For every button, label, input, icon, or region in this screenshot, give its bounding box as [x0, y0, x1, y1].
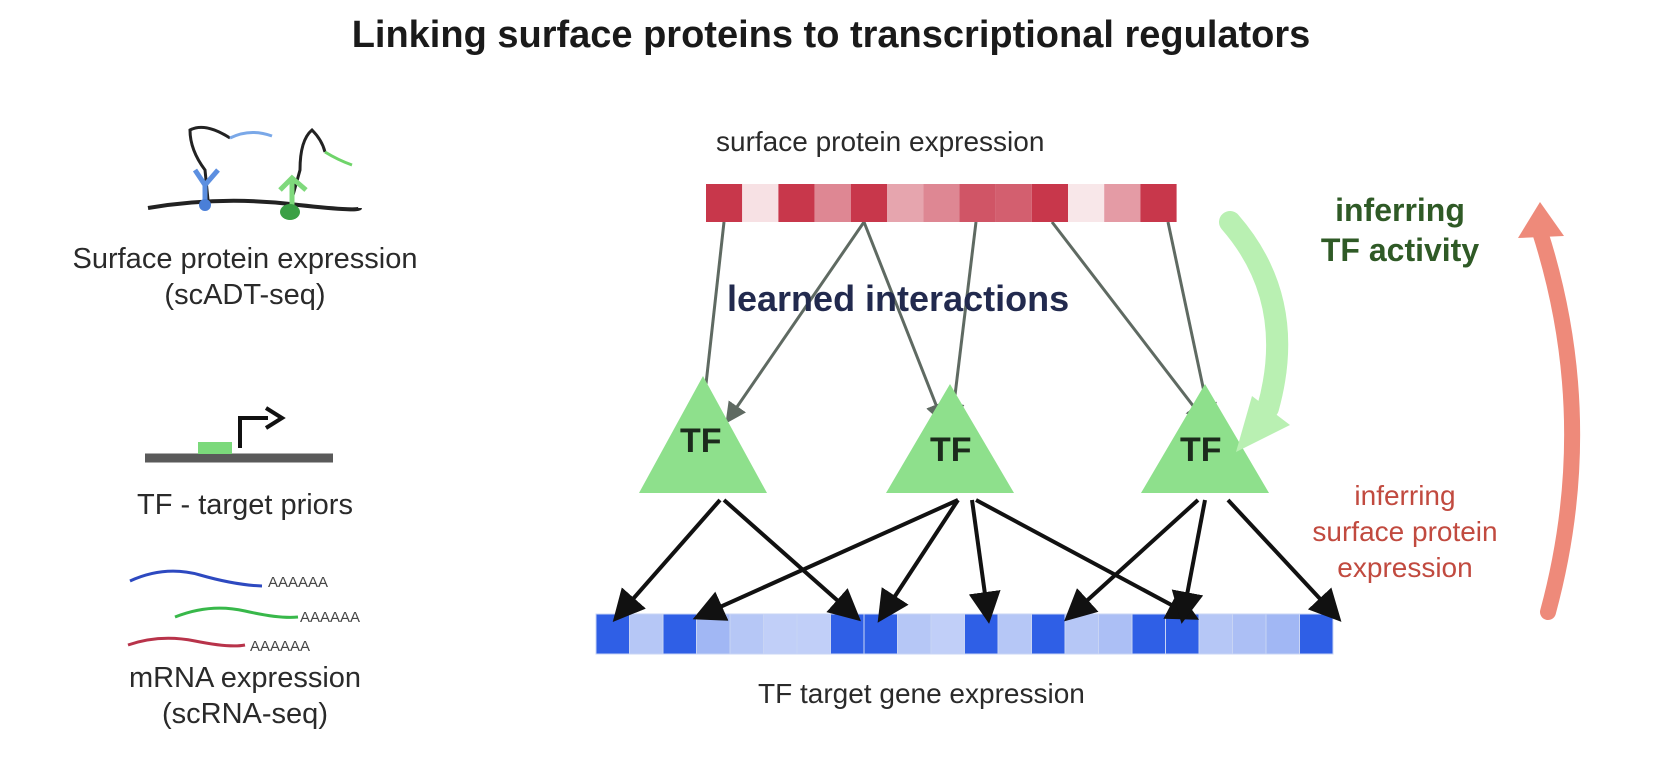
inferring-sp-line-2: surface protein: [1312, 516, 1498, 547]
regulation-edge: [692, 498, 959, 621]
target-cell: [964, 613, 999, 655]
surface-cell: [1068, 184, 1105, 222]
surface-cell: [887, 184, 924, 222]
regulation-edges: [612, 498, 1342, 624]
target-cell: [997, 613, 1032, 655]
target-cell: [1265, 613, 1300, 655]
mrna-sublabel: (scRNA-seq): [162, 698, 328, 730]
tf-priors-label: TF - target priors: [137, 489, 353, 521]
polya-label-1: AAAAAA: [268, 574, 329, 591]
surface-cell: [706, 184, 743, 222]
target-cell: [1165, 613, 1200, 655]
learned-edge: [725, 221, 866, 424]
target-cell: [763, 613, 798, 655]
surface-cell: [814, 184, 851, 222]
target-cell: [1198, 613, 1233, 655]
learned-edge: [1166, 221, 1217, 425]
target-row-label: TF target gene expression: [758, 678, 1085, 709]
inferring-sp-line-1: inferring: [1354, 480, 1456, 511]
target-cell: [662, 613, 697, 655]
surface-cell: [742, 184, 779, 222]
regulation-edge: [612, 498, 722, 623]
surface-cell: [850, 184, 887, 222]
inferring-tf-line-2: TF activity: [1320, 232, 1480, 268]
learned-interaction-edges: [693, 221, 1217, 425]
mrna-label: mRNA expression (scRNA-seq): [20, 660, 470, 732]
surface-cell: [1031, 184, 1068, 222]
polya-label-2: AAAAAA: [300, 609, 361, 626]
target-gene-row: [595, 613, 1334, 655]
learned-edge: [1050, 221, 1207, 424]
surface-row-label: surface protein expression: [716, 126, 1045, 157]
inferring-surface-arrow: [1518, 202, 1581, 620]
target-cell: [729, 613, 764, 655]
target-cell: [1064, 613, 1099, 655]
inferring-sp-line-3: expression: [1337, 552, 1473, 583]
inferring-tf-line-1: inferring: [1335, 192, 1465, 228]
learned-interactions-label: learned interactions: [727, 278, 1070, 319]
tf-node-triangle: [639, 376, 767, 493]
learned-edge: [943, 221, 978, 425]
mrna-icon: [127, 569, 299, 648]
tf-node-label-3: TF: [1180, 431, 1222, 469]
surface-protein-label-text: Surface protein expression: [72, 243, 418, 275]
surface-protein-label: Surface protein expression (scADT-seq): [20, 241, 470, 313]
tf-node-label-1: TF: [680, 422, 722, 460]
surface-protein-sublabel: (scADT-seq): [164, 279, 326, 311]
regulation-edge: [968, 499, 1001, 624]
target-cell: [1031, 613, 1066, 655]
inferring-tf-label: inferring TF activity: [1300, 190, 1500, 270]
target-cell: [696, 613, 731, 655]
regulation-edge: [1226, 498, 1342, 622]
surface-cell: [923, 184, 960, 222]
regulation-edge: [877, 498, 960, 623]
inferring-surface-label: inferring surface protein expression: [1270, 478, 1540, 586]
target-cell: [796, 613, 831, 655]
target-cell: [1131, 613, 1166, 655]
mrna-label-text: mRNA expression: [128, 662, 362, 694]
target-cell: [595, 613, 630, 655]
tf-node-triangle: [1141, 384, 1269, 493]
surface-cell: [778, 184, 815, 222]
inferring-tf-arrow: [1219, 211, 1290, 452]
regulation-edge: [722, 498, 861, 622]
target-cell: [1299, 613, 1334, 655]
polya-label-3: AAAAAA: [250, 638, 311, 655]
target-cell: [1098, 613, 1133, 655]
regulation-edge: [1064, 498, 1200, 622]
antibody-membrane-icon: [147, 125, 362, 220]
surface-cell: [959, 184, 996, 222]
surface-cell: [1104, 184, 1141, 222]
target-cell: [897, 613, 932, 655]
regulation-edge: [1171, 499, 1207, 624]
target-cell: [629, 613, 664, 655]
page-title: Linking surface proteins to transcriptio…: [351, 14, 1311, 56]
promoter-icon: [145, 406, 333, 463]
regulation-edge: [975, 498, 1200, 620]
target-cell: [863, 613, 898, 655]
tf-node-label-2: TF: [930, 431, 972, 469]
target-cell: [1232, 613, 1267, 655]
tf-node-group: [639, 376, 1269, 493]
surface-protein-row: [706, 184, 1177, 222]
surface-cell: [1140, 184, 1177, 222]
surface-cell: [995, 184, 1032, 222]
target-cell: [830, 613, 865, 655]
tf-node-triangle: [886, 384, 1014, 493]
learned-edge: [862, 221, 946, 425]
target-cell: [930, 613, 965, 655]
